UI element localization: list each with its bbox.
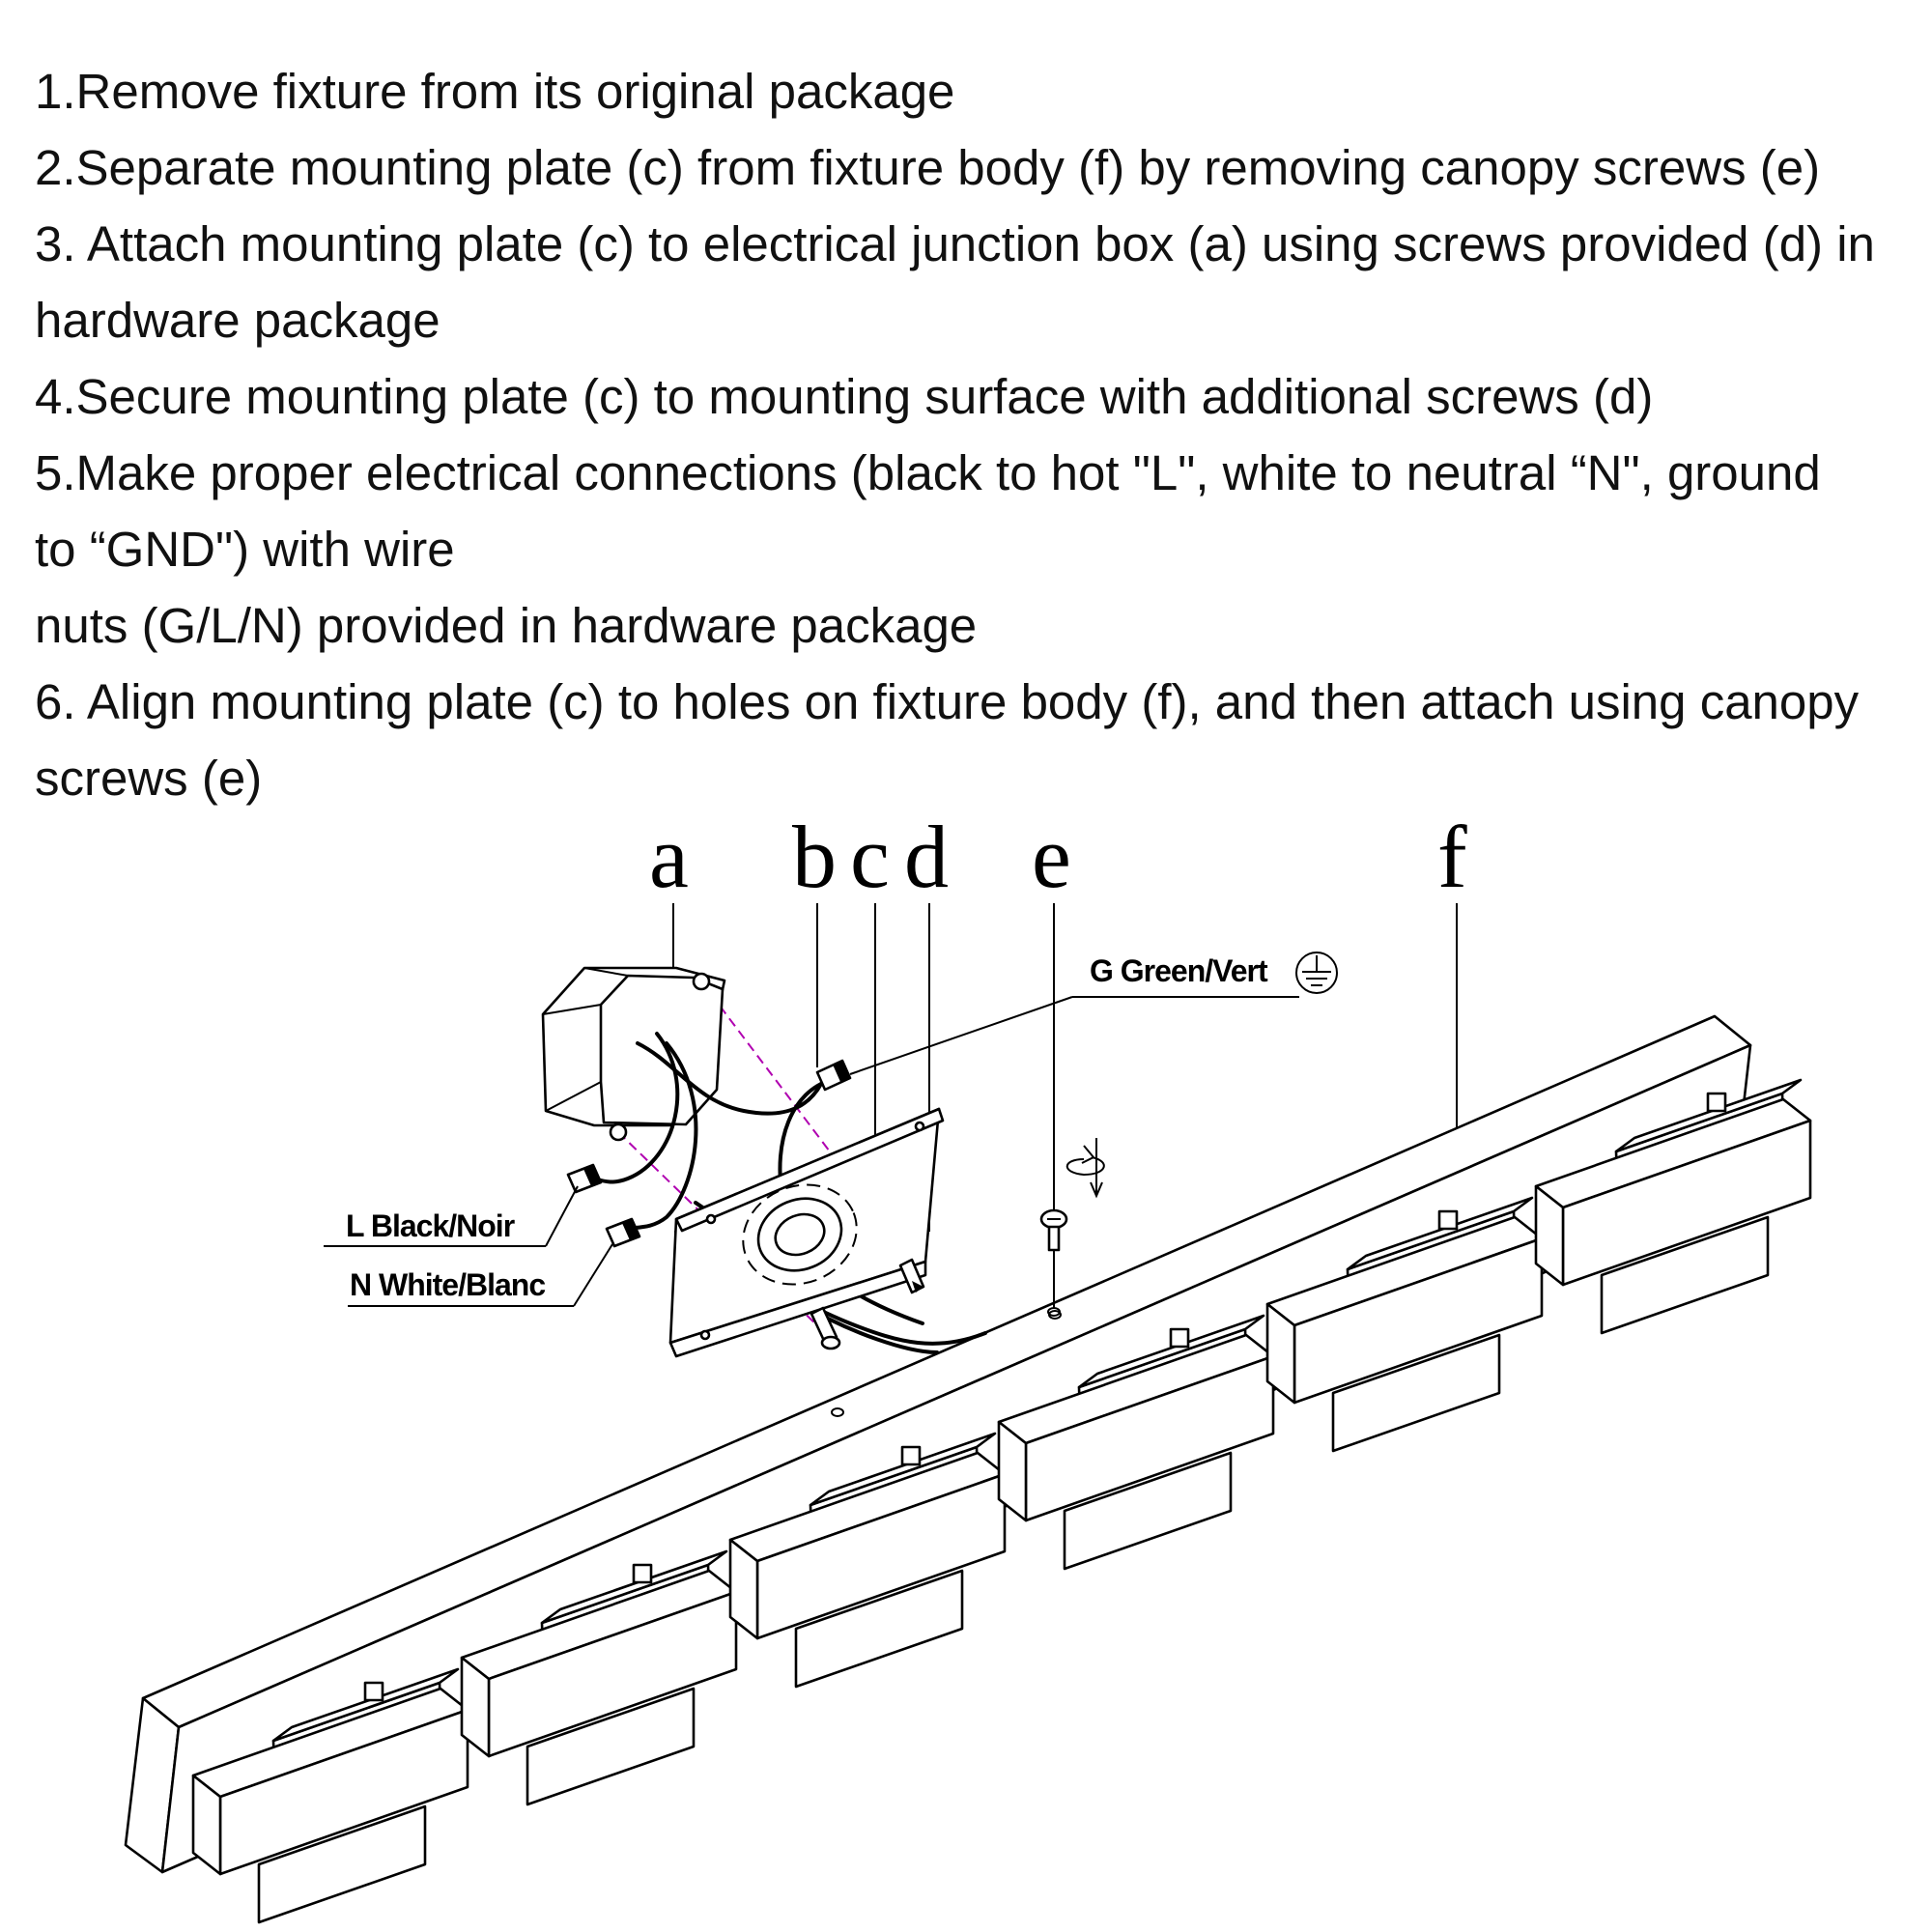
neutral-wire-label: N White/Blanc [348, 1243, 613, 1307]
canopy-screw [1039, 1208, 1068, 1317]
instruction-steps: 1.Remove fixture from its original packa… [35, 53, 1918, 816]
mounting-plate [668, 1107, 945, 1358]
light-head [1265, 1196, 1544, 1453]
light-head [728, 1432, 1007, 1689]
ground-wire-label: G Green/Vert [849, 953, 1299, 1075]
part-label-e: e [1032, 808, 1071, 906]
light-head [460, 1549, 738, 1806]
junction-box [541, 966, 726, 1142]
wire-nut-ground [815, 1059, 852, 1092]
step-5-continued-2: nuts (G/L/N) provided in hardware packag… [35, 598, 978, 653]
mounting-screw [898, 1258, 925, 1294]
step-5: 5.Make proper electrical connections (bl… [35, 445, 1821, 500]
part-label-b: b [792, 808, 837, 906]
ground-symbol-icon [1295, 952, 1338, 994]
step-3-continued: hardware package [35, 293, 440, 348]
part-label-c: c [850, 808, 890, 906]
neutral-wire-text: N White/Blanc [350, 1267, 545, 1302]
part-label-f: f [1437, 808, 1467, 906]
step-5-continued: to “GND") with wire [35, 522, 455, 577]
wire-nut-neutral [605, 1217, 641, 1248]
mounting-screw [810, 1306, 841, 1350]
step-6-continued: screws (e) [35, 751, 263, 806]
rotation-arrow-icon [1065, 1138, 1105, 1199]
light-head [191, 1667, 469, 1924]
step-6: 6. Align mounting plate (c) to holes on … [35, 674, 1860, 729]
line-wire-text: L Black/Noir [346, 1208, 515, 1243]
leader-lines [672, 903, 1458, 1232]
light-head [997, 1314, 1275, 1571]
ground-wire-text: G Green/Vert [1090, 953, 1268, 988]
part-label-d: d [904, 808, 949, 906]
step-4: 4.Secure mounting plate (c) to mounting … [35, 369, 1654, 424]
part-label-a: a [649, 808, 689, 906]
step-2: 2.Separate mounting plate (c) from fixtu… [35, 140, 1821, 195]
step-1: 1.Remove fixture from its original packa… [35, 64, 955, 119]
light-head [1534, 1078, 1812, 1335]
line-wire-label: L Black/Noir [324, 1185, 579, 1247]
step-3: 3. Attach mounting plate (c) to electric… [35, 216, 1875, 271]
wire-nut-line [566, 1163, 603, 1194]
